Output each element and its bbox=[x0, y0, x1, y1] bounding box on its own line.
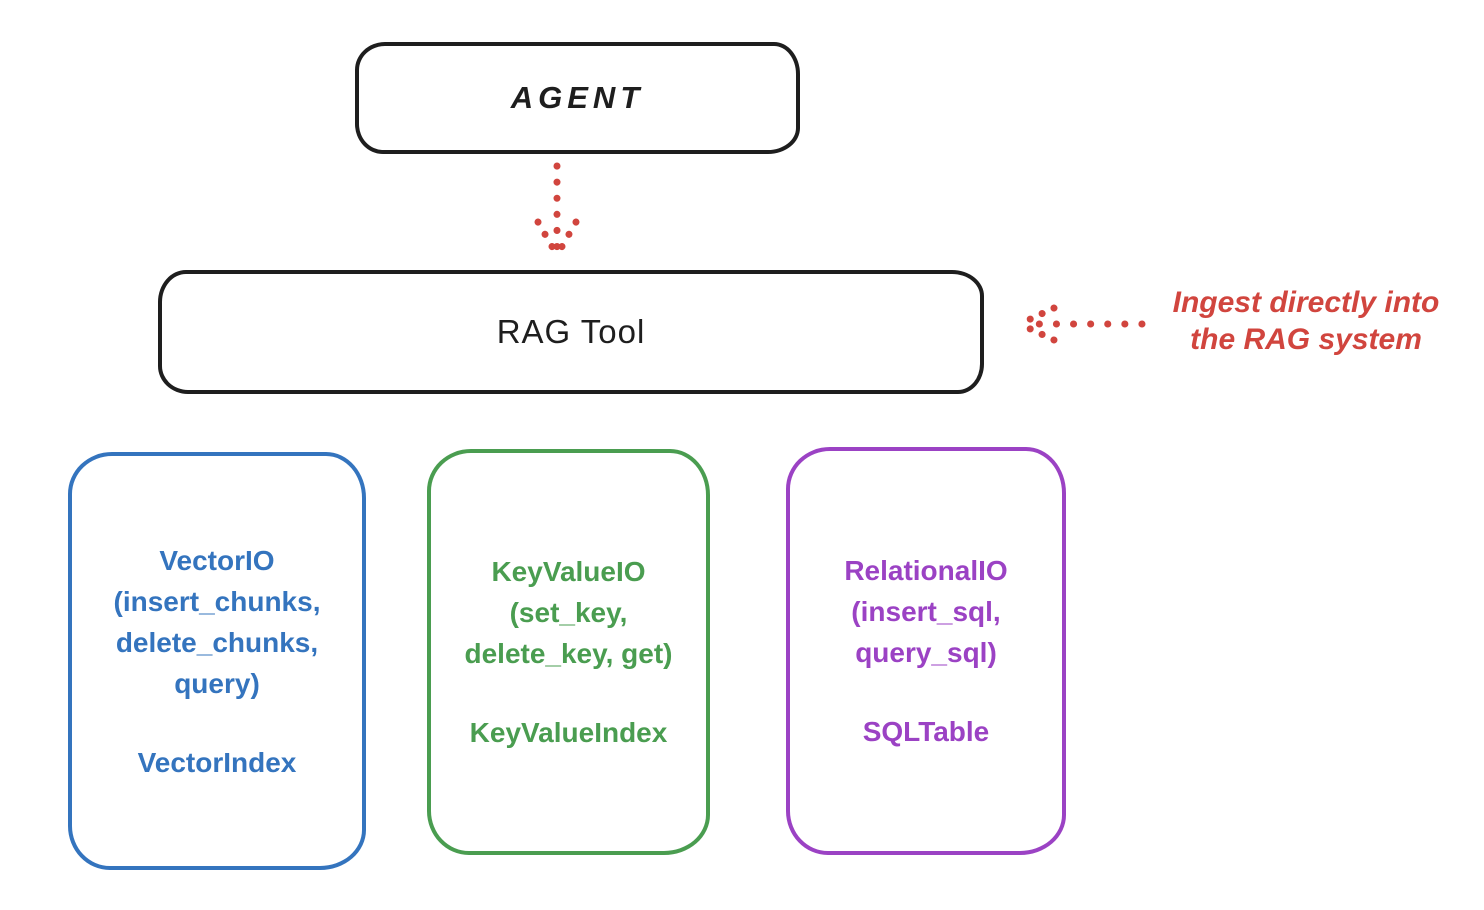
vector-io-lines: VectorIO (insert_chunks, delete_chunks, … bbox=[114, 540, 321, 704]
relational-io-line: (insert_sql, bbox=[851, 596, 1001, 627]
keyvalue-io-line: delete_key, get) bbox=[464, 638, 673, 669]
agent-box: AGENT bbox=[355, 42, 800, 154]
relational-io-box: RelationalIO (insert_sql, query_sql) SQL… bbox=[786, 447, 1066, 855]
ingest-annotation-line1: Ingest directly into bbox=[1172, 286, 1440, 319]
keyvalue-io-line: KeyValueIO bbox=[491, 556, 646, 587]
vector-io-line: delete_chunks, bbox=[115, 626, 319, 658]
keyvalue-index-label: KeyValueIndex bbox=[469, 717, 668, 748]
vector-io-box: VectorIO (insert_chunks, delete_chunks, … bbox=[68, 452, 366, 870]
ingest-annotation-line2: the RAG system bbox=[1190, 323, 1422, 356]
dotted-arrow-down-icon bbox=[534, 162, 580, 260]
keyvalue-io-line: (set_key, bbox=[509, 597, 628, 628]
vector-index-label: VectorIndex bbox=[137, 746, 297, 778]
rag-tool-label: RAG Tool bbox=[496, 313, 646, 350]
vector-io-line: VectorIO bbox=[159, 544, 275, 576]
ingest-annotation: Ingest directly into the RAG system bbox=[1136, 284, 1476, 358]
dotted-arrow-left-icon bbox=[1020, 304, 1146, 344]
relational-io-line: RelationalIO bbox=[844, 555, 1008, 586]
rag-tool-box: RAG Tool bbox=[158, 270, 984, 394]
keyvalue-io-lines: KeyValueIO (set_key, delete_key, get) bbox=[464, 551, 672, 674]
keyvalue-io-box: KeyValueIO (set_key, delete_key, get) Ke… bbox=[427, 449, 710, 855]
sql-table-label: SQLTable bbox=[862, 716, 990, 747]
vector-io-line: (insert_chunks, bbox=[113, 585, 321, 617]
vector-io-line: query) bbox=[174, 667, 260, 699]
agent-label: AGENT bbox=[510, 80, 645, 115]
relational-io-line: query_sql) bbox=[855, 637, 997, 668]
relational-io-lines: RelationalIO (insert_sql, query_sql) bbox=[844, 550, 1007, 673]
